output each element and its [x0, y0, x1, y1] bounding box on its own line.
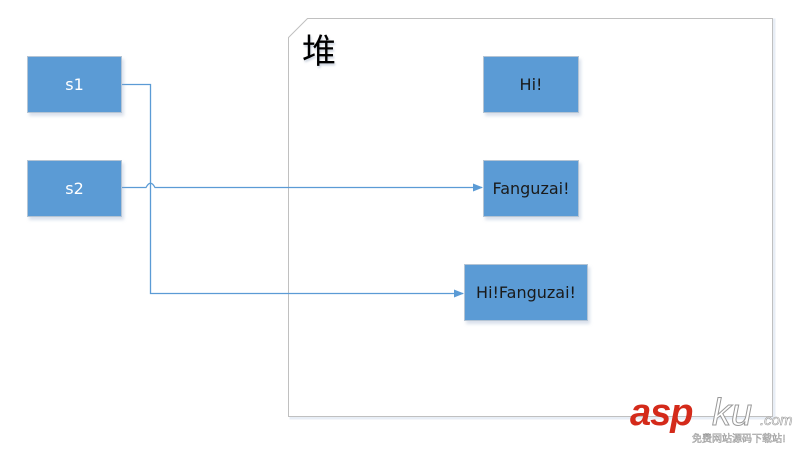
variable-label: s2 [65, 179, 84, 198]
object-label: Hi! [519, 75, 543, 94]
object-label: Fanguzai! [492, 179, 570, 198]
heap-title: 堆 [302, 32, 336, 72]
variable-box-s1[interactable]: s1 [27, 56, 122, 113]
connector-s1-to-hifanguzai [121, 83, 464, 298]
object-label: Hi!Fanguzai! [476, 283, 576, 302]
heap-object-fanguzai[interactable]: Fanguzai! [483, 160, 579, 217]
variable-label: s1 [65, 75, 84, 94]
watermark-logo: asp ku .com 免费网站源码下载站! [630, 392, 802, 450]
heap-container [288, 18, 773, 417]
watermark-tagline: 免费网站源码下载站! [692, 434, 787, 446]
heap-object-hifanguzai[interactable]: Hi!Fanguzai! [464, 264, 588, 321]
connector-s2-to-fanguzai [121, 182, 483, 192]
variable-box-s2[interactable]: s2 [27, 160, 122, 217]
heap-object-hi[interactable]: Hi! [483, 56, 579, 113]
watermark-brand-ku: ku [711, 392, 753, 435]
watermark-brand-main: asp [630, 392, 693, 434]
watermark-brand-tld: .com [760, 412, 793, 430]
